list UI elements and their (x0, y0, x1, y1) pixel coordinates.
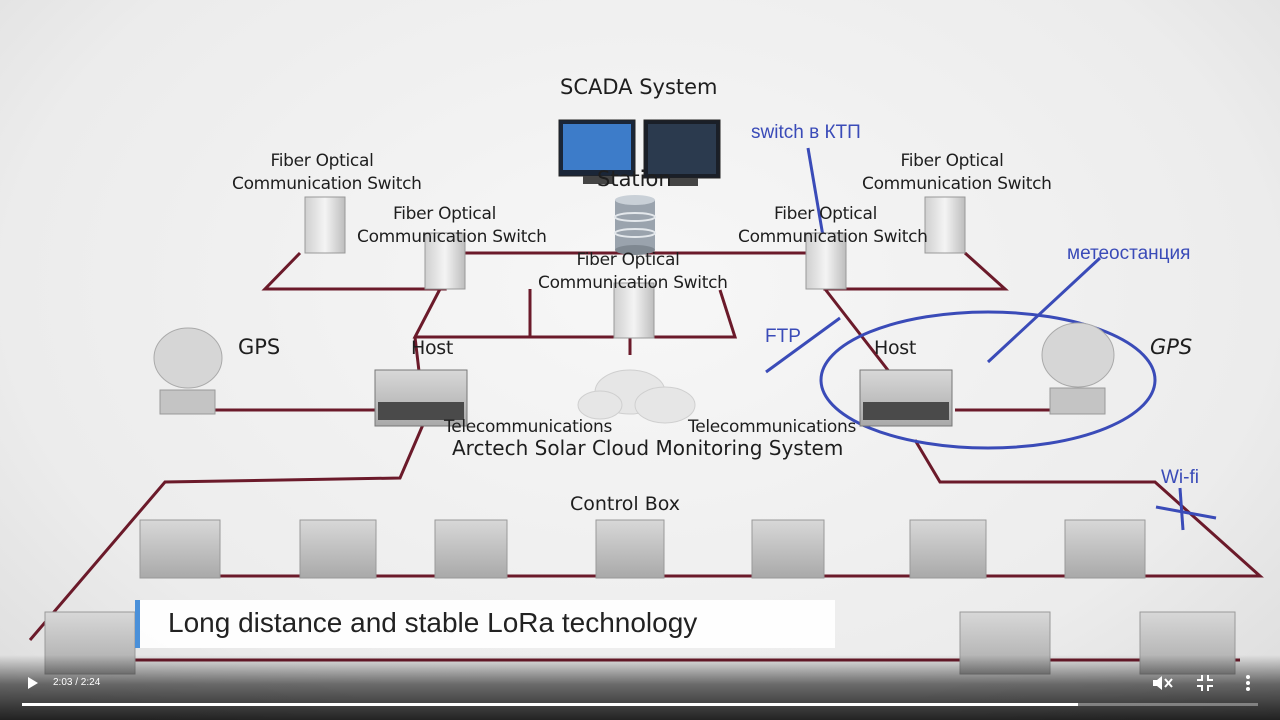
annotation-weather-station: метеостанция (1067, 243, 1191, 264)
video-caption: Long distance and stable LoRa technology (135, 600, 835, 648)
cloud-icon (577, 369, 696, 424)
gps-dish-right (1041, 322, 1115, 415)
telecom-label-right: Telecommunications (688, 417, 857, 437)
gps-label-left: GPS (238, 335, 281, 359)
scada-title: SCADA System (560, 75, 718, 99)
hand-annotations (765, 147, 1217, 531)
host-label-left: Host (411, 337, 454, 359)
database-icon (614, 195, 656, 255)
annotation-ftp: FTP (765, 326, 801, 347)
gps-label-right: GPS (1150, 335, 1193, 359)
scada-monitors (558, 119, 721, 186)
control-boxes (44, 519, 1236, 675)
system-name: Arctech Solar Cloud Monitoring System (452, 436, 844, 460)
more-options-button[interactable] (1238, 672, 1258, 694)
muted-icon (1153, 676, 1173, 690)
host-devices (374, 369, 953, 427)
more-options-icon (1246, 675, 1250, 691)
play-icon (28, 677, 38, 689)
annotation-wifi: Wi-fi (1161, 467, 1199, 488)
control-box-label: Control Box (570, 493, 681, 515)
time-display: 2:03 / 2:24 (53, 677, 101, 688)
gps-dish-left (153, 327, 223, 415)
mute-button[interactable] (1150, 672, 1174, 694)
annotation-switch-ktp: switch в КТП (751, 122, 861, 143)
player-controls (0, 655, 1280, 720)
exit-fullscreen-button[interactable] (1194, 672, 1216, 694)
switch-cabinets (304, 196, 966, 339)
station-label: Station (597, 167, 672, 191)
seek-bar[interactable] (22, 703, 1258, 706)
exit-fullscreen-icon (1197, 675, 1213, 691)
telecom-label-left: Telecommunications (444, 417, 613, 437)
caption-text: Long distance and stable LoRa technology (168, 607, 698, 638)
play-button[interactable] (16, 668, 48, 698)
seek-bar-played (22, 703, 1078, 706)
host-label-right: Host (874, 337, 917, 359)
